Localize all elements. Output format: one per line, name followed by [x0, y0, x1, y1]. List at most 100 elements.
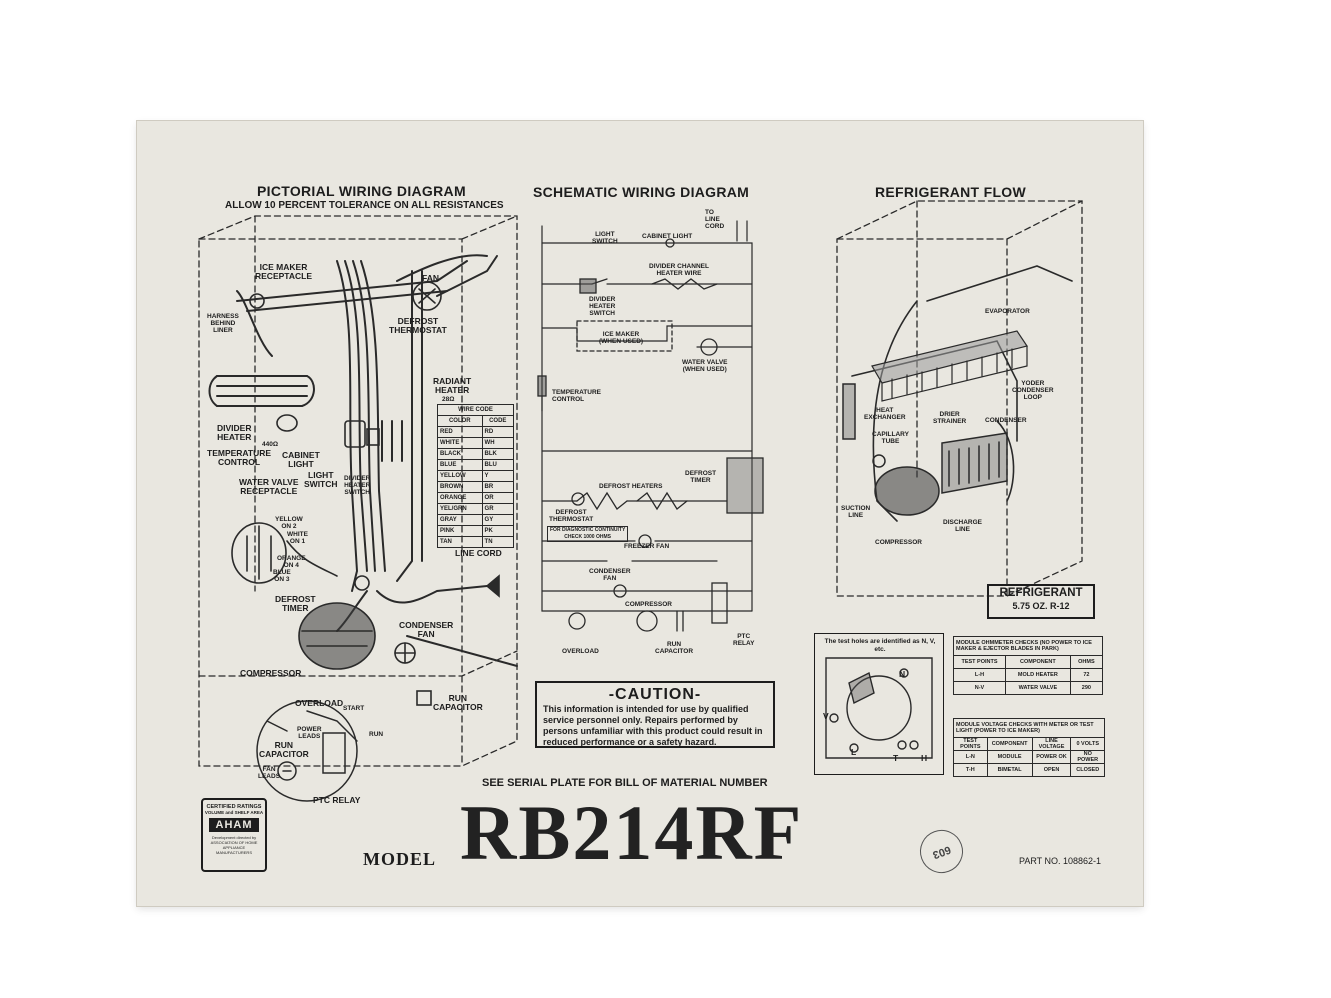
refrigerant-cabinet-outline: [836, 200, 1083, 597]
label-harness: HARNESS BEHIND LINER: [207, 313, 239, 334]
wire-code-cell: GR: [481, 503, 515, 515]
label-divider-heater: DIVIDER HEATER: [217, 423, 252, 442]
label-divider-heater-switch: DIVIDER HEATER SWITCH: [344, 475, 371, 496]
label-timer-blue: BLUE ON 3: [273, 569, 291, 583]
label-ice-maker: ICE MAKER (WHEN USED): [599, 331, 644, 345]
label-ice-maker-receptacle: ICE MAKER RECEPTACLE: [255, 262, 312, 281]
ohmmeter-header: OHMS: [1069, 655, 1104, 669]
serial-plate-note: SEE SERIAL PLATE FOR BILL OF MATERIAL NU…: [482, 777, 768, 789]
label-condenser: CONDENSER: [985, 417, 1027, 424]
wire-color-cell: RED: [437, 426, 483, 438]
wire-code-cell: OR: [481, 492, 515, 504]
label-sch-light-switch: LIGHT SWITCH: [592, 231, 618, 245]
voltage-header: TEST POINTS: [953, 737, 988, 751]
label-divider-channel-heater-wire: DIVIDER CHANNEL HEATER WIRE: [649, 263, 709, 277]
label-yoder-loop: YODER CONDENSER LOOP: [1012, 380, 1054, 401]
refrigerant-heading: REFRIGERANT FLOW: [875, 184, 1027, 200]
ohmmeter-table: MODULE OHMMETER CHECKS (NO POWER TO ICE …: [953, 636, 1104, 695]
wire-color-cell: YELLOW: [437, 470, 483, 482]
label-condenser-fan: CONDENSER FAN: [399, 620, 454, 639]
test-hole-h: H: [921, 753, 928, 763]
label-divider-heater-ohms: 440Ω: [262, 441, 279, 448]
label-sch-cabinet-light: CABINET LIGHT: [642, 233, 693, 240]
wire-code-cell: BLU: [481, 459, 515, 471]
aham-certified-ratings-badge: CERTIFIED RATINGS VOLUME and SHELF AREA …: [201, 798, 267, 872]
evaporator-coil: [871, 330, 1028, 402]
label-power-leads: POWER LEADS: [297, 726, 322, 740]
voltage-title: MODULE VOLTAGE CHECKS WITH METER OR TEST…: [953, 718, 1105, 738]
ohmmeter-cell: WATER VALVE: [1004, 681, 1071, 695]
label-sch-ptc-relay: PTC RELAY: [733, 633, 755, 647]
ohmmeter-cell: 72: [1069, 668, 1104, 682]
diagram-line-art: [198, 200, 1083, 802]
ohmmeter-title: MODULE OHMMETER CHECKS (NO POWER TO ICE …: [953, 636, 1103, 656]
label-fan: FAN: [422, 273, 439, 283]
wire-color-cell: BLUE: [437, 459, 483, 471]
wire-color-cell: BROWN: [437, 481, 483, 493]
wire-code-cell: TN: [481, 536, 515, 548]
refrigerant-spec-box: REFRIGERANT 5.75 OZ. R-12: [987, 584, 1095, 619]
aham-logo: AHAM: [209, 818, 259, 832]
label-light-switch: LIGHT SWITCH: [304, 470, 338, 489]
label-sch-divider-heater-switch: DIVIDER HEATER SWITCH: [589, 296, 616, 317]
label-radiant-heater-ohms: 28Ω: [442, 396, 455, 403]
label-sch-defrost-timer: DEFROST TIMER: [685, 470, 717, 484]
test-hole-l: L: [851, 747, 857, 757]
voltage-header: LINE VOLTAGE: [1031, 737, 1072, 751]
ohmmeter-header: COMPONENT: [1004, 655, 1071, 669]
wire-code-cell: Y: [481, 470, 515, 482]
label-ref-compressor: COMPRESSOR: [875, 539, 922, 546]
model-label: MODEL: [363, 849, 437, 869]
label-temperature-control: TEMPERATURE CONTROL: [207, 448, 272, 467]
test-hole-panel: The test holes are identified as N, V, e…: [814, 633, 944, 775]
label-ptc-relay: PTC RELAY: [313, 795, 361, 805]
refrigerant-title: REFRIGERANT: [999, 587, 1083, 599]
wire-code-title: WIRE CODE: [437, 404, 514, 416]
voltage-cell: L-N: [953, 750, 988, 764]
wire-code-cell: RD: [481, 426, 515, 438]
label-fan-leads: FAN LEADS: [258, 766, 281, 780]
label-cabinet-light: CABINET LIGHT: [282, 450, 320, 469]
wire-color-cell: YEL/GRN: [437, 503, 483, 515]
wire-code-header: COLOR: [437, 415, 483, 427]
label-sch-condenser-fan: CONDENSER FAN: [589, 568, 631, 582]
label-freezer-fan: FREEZER FAN: [624, 543, 670, 550]
wiring-diagram-sheet: PICTORIAL WIRING DIAGRAM ALLOW 10 PERCEN…: [137, 121, 1143, 906]
label-sch-compressor: COMPRESSOR: [625, 601, 672, 608]
ohmmeter-header: TEST POINTS: [953, 655, 1006, 669]
label-compressor: COMPRESSOR: [240, 668, 302, 678]
label-evaporator: EVAPORATOR: [985, 308, 1030, 315]
label-water-valve-receptacle: WATER VALVE RECEPTACLE: [239, 477, 299, 496]
test-hole-n: N: [899, 669, 906, 679]
part-number: PART NO. 108862-1: [1019, 856, 1102, 866]
label-overload: OVERLOAD: [295, 698, 344, 708]
label-sch-temperature-control: TEMPERATURE CONTROL: [552, 389, 601, 403]
voltage-cell: BIMETAL: [986, 763, 1033, 777]
label-water-valve: WATER VALVE (WHEN USED): [682, 359, 728, 373]
compressor-terminal-inset: [256, 700, 358, 802]
label-defrost-timer: DEFROST TIMER: [275, 594, 316, 613]
label-timer-orange: ORANGE ON 4: [277, 555, 306, 569]
wire-code-cell: WH: [481, 437, 515, 449]
pictorial-subheading: ALLOW 10 PERCENT TOLERANCE ON ALL RESIST…: [225, 200, 504, 211]
wire-color-cell: WHITE: [437, 437, 483, 449]
refrigerant-spec: 5.75 OZ. R-12: [1012, 601, 1070, 611]
wire-code-cell: GY: [481, 514, 515, 526]
voltage-cell: MODULE: [986, 750, 1033, 764]
label-heat-exchanger: HEAT EXCHANGER: [864, 407, 906, 421]
voltage-cell: OPEN: [1031, 763, 1072, 777]
wire-code-cell: BR: [481, 481, 515, 493]
schematic-circuit: [541, 220, 753, 612]
label-suction-line: SUCTION LINE: [841, 505, 871, 519]
voltage-cell: T-H: [953, 763, 988, 777]
voltage-header: COMPONENT: [986, 737, 1033, 751]
model-number: RB214RF: [460, 789, 804, 876]
